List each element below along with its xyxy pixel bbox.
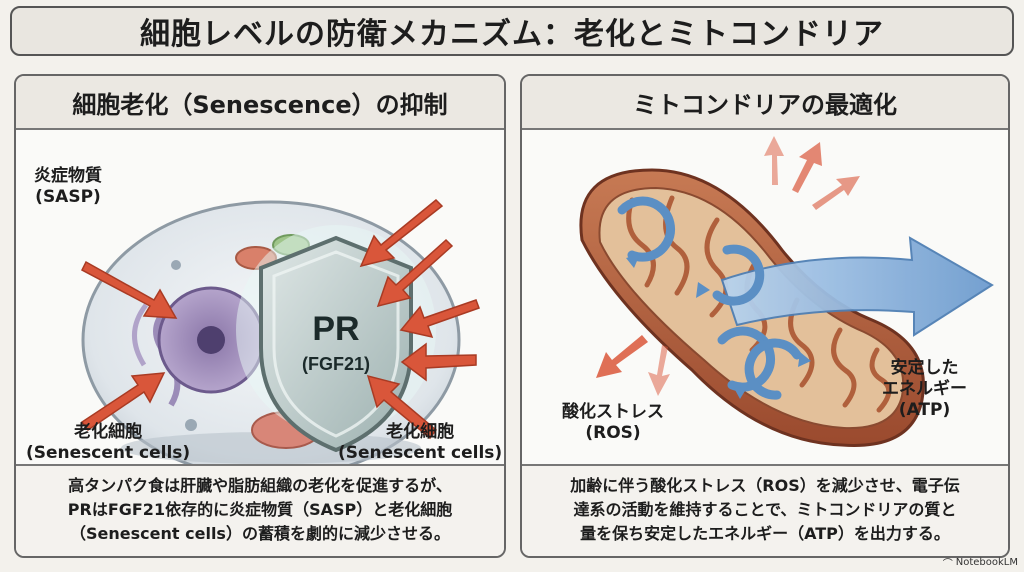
- mitochondria-heading: ミトコンドリアの最適化: [522, 76, 1008, 130]
- senescent-label-right: 老化細胞 (Senescent cells): [338, 422, 503, 463]
- senescence-heading: 細胞老化（Senescence）の抑制: [16, 76, 504, 130]
- arrow-right1: [399, 299, 480, 339]
- cell-illustration: PR (FGF21) 炎症物質 (SASP) 老化細胞 (Senescent c…: [16, 130, 504, 466]
- cell-diagram: PR (FGF21): [80, 198, 480, 466]
- arrow-top1: [359, 198, 444, 268]
- arrow-bottomright: [366, 374, 438, 440]
- arrow-topleft: [81, 260, 178, 319]
- sasp-arrows: [80, 198, 480, 440]
- arrow-right2: [400, 342, 477, 382]
- atp-arrow: [720, 236, 994, 337]
- arrow-top2: [376, 238, 454, 308]
- senescence-desc-line: 高タンパク食は肝臓や脂肪組織の老化を促進するが、: [68, 476, 452, 495]
- senescence-desc-line: （Senescent cells）の蓄積を劇的に減少させる。: [70, 524, 450, 543]
- title-bar: 細胞レベルの防衛メカニズム：老化とミトコンドリア: [10, 6, 1014, 56]
- notebooklm-logo-icon: ⌒: [942, 559, 953, 570]
- mitochondria-panel: ミトコンドリアの最適化: [520, 74, 1010, 558]
- brand-mark: ⌒ NotebookLM: [943, 555, 1018, 570]
- mitochondria-desc-line: 達系の活動を維持することで、ミトコンドリアの質と: [573, 500, 957, 519]
- page-title: 細胞レベルの防衛メカニズム：老化とミトコンドリア: [140, 17, 884, 52]
- arrow-bottomleft: [80, 372, 166, 432]
- cycle-arrows: [617, 196, 802, 400]
- senescent-label-left: 老化細胞 (Senescent cells): [26, 422, 191, 463]
- atp-label: 安定した エネルギー (ATP): [882, 358, 967, 420]
- senescence-description: 高タンパク食は肝臓や脂肪組織の老化を促進するが、 PRはFGF21依存的に炎症物…: [16, 464, 504, 556]
- sasp-label: 炎症物質 (SASP): [34, 166, 102, 207]
- senescence-desc-line: PRはFGF21依存的に炎症物質（SASP）と老化細胞: [67, 500, 453, 519]
- brand-name: NotebookLM: [955, 557, 1018, 568]
- mitochondria-description: 加齢に伴う酸化ストレス（ROS）を減少させ、電子伝 達系の活動を維持することで、…: [522, 464, 1008, 556]
- shield-text-pr: PR: [312, 310, 359, 348]
- ros-arrows: [596, 136, 860, 396]
- mitochondria-desc-line: 加齢に伴う酸化ストレス（ROS）を減少させ、電子伝: [570, 476, 960, 495]
- shield-text-fgf21: (FGF21): [302, 354, 370, 374]
- mitochondria-illustration: 酸化ストレス (ROS) 安定した エネルギー (ATP): [522, 130, 1008, 466]
- senescence-panel: 細胞老化（Senescence）の抑制: [14, 74, 506, 558]
- ros-label: 酸化ストレス (ROS): [562, 402, 664, 443]
- mitochondria-desc-line: 量を保ち安定したエネルギー（ATP）を出力する。: [580, 524, 950, 543]
- mitochondria-diagram: [579, 136, 994, 447]
